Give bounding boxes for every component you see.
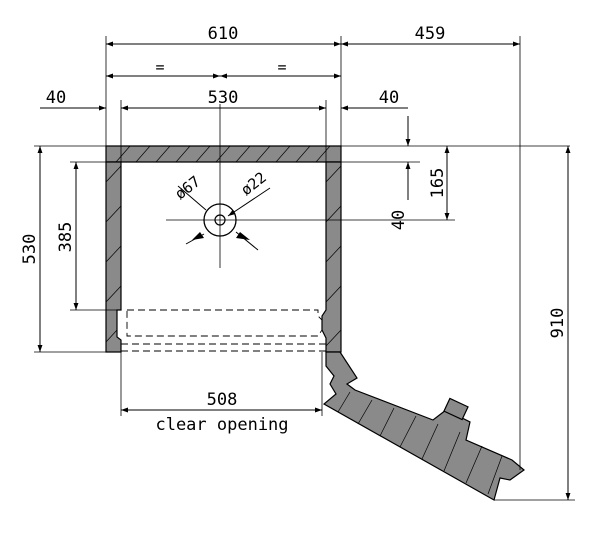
wall-back	[105, 145, 342, 163]
dim-total-width: 610	[105, 24, 342, 146]
label-clear-opening: clear opening	[155, 415, 288, 435]
wall-right	[321, 161, 342, 353]
dimension-side-depth: 459	[415, 24, 446, 44]
dimension-inner-height: 385	[56, 222, 76, 253]
dimension-wall-left: 40	[46, 88, 66, 108]
dimension-clear-width: 508	[207, 390, 238, 410]
dimension-drain-offset: 40	[389, 210, 409, 230]
wall-back-hatching	[115, 145, 331, 163]
drain-inner-circle	[214, 214, 226, 226]
dimension-inner-width: 530	[208, 88, 239, 108]
door-handle	[443, 397, 469, 421]
dim-equal-halves: = =	[106, 58, 341, 79]
dim-total-depth: 910	[494, 146, 575, 501]
wall-left	[105, 161, 122, 353]
dimension-equal-left: =	[155, 58, 164, 76]
door-leaf-body	[322, 351, 525, 501]
wall-side-hatching	[105, 165, 342, 347]
dimension-dia-large: ø67	[171, 172, 203, 203]
dimension-total-width: 610	[208, 24, 239, 44]
door-leaf-hatching	[337, 391, 503, 495]
drain-outer-circle	[203, 203, 237, 237]
door-closed-outline	[121, 309, 326, 352]
dim-left-heights: 530 385	[20, 145, 117, 353]
door-open-leaf	[322, 351, 525, 501]
dimension-dia-small: ø22	[237, 168, 269, 199]
dim-side-depth: 459	[341, 24, 521, 470]
drain: ø67 ø22	[166, 104, 455, 268]
dimension-overall-height: 530	[20, 234, 40, 265]
dim-clear-opening: 508 clear opening	[120, 352, 323, 435]
dimension-total-depth: 910	[548, 308, 568, 339]
dim-inner-row: 40 530 40	[40, 88, 408, 162]
dimension-drain-depth: 165	[428, 168, 448, 199]
door-dashed-outline	[126, 309, 323, 337]
dim-drain-right: 40 165	[341, 116, 570, 230]
dimension-equal-right: =	[277, 58, 286, 76]
dimension-wall-right: 40	[379, 88, 399, 108]
enclosure-walls	[105, 145, 342, 353]
